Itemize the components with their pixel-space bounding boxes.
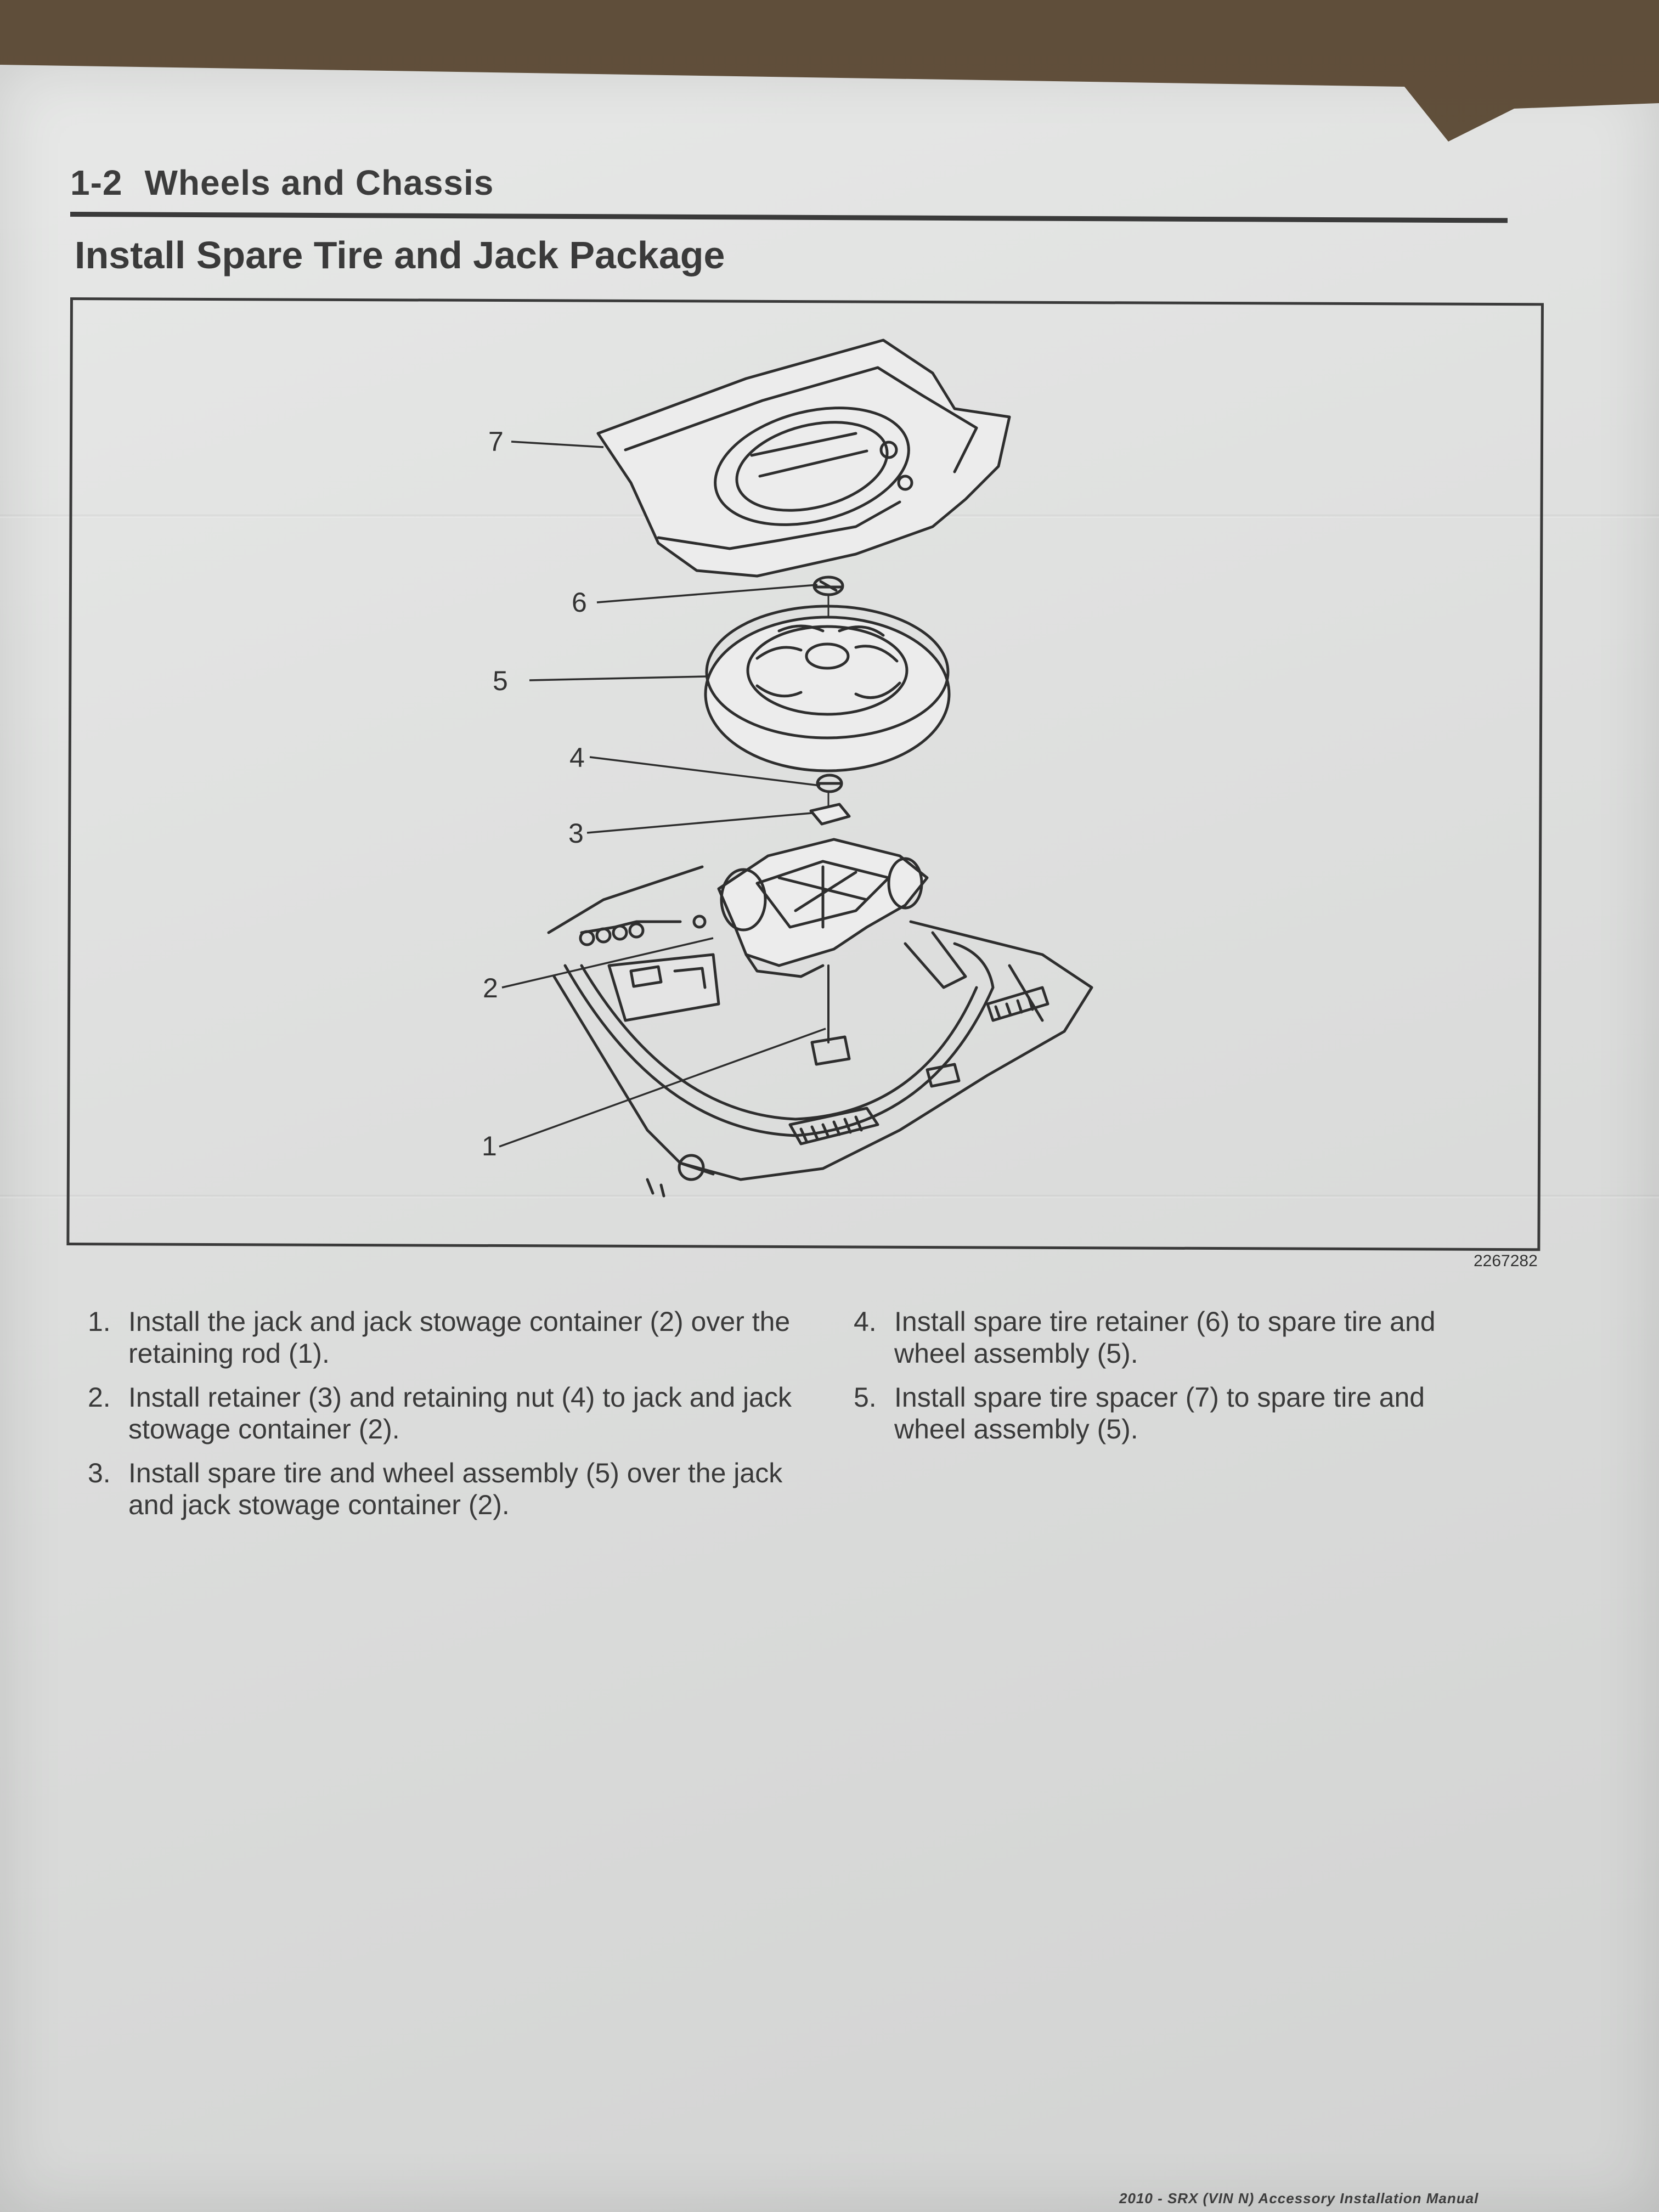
spare-tire-retainer-drawing — [812, 575, 844, 621]
section-number: 1-2 — [70, 163, 123, 202]
step-number: 3. — [88, 1458, 111, 1488]
instruction-steps-right: 4. Install spare tire retainer (6) to sp… — [854, 1306, 1490, 1457]
instruction-step: 2. Install retainer (3) and retaining nu… — [88, 1381, 817, 1445]
page-footer: 2010 - SRX (VIN N) Accessory Installatio… — [1119, 2190, 1479, 2207]
step-number: 2. — [88, 1382, 111, 1413]
section-title: Wheels and Chassis — [144, 163, 494, 202]
spare-tire-spacer-drawing — [596, 338, 1011, 578]
callout-4: 4 — [569, 742, 585, 773]
instruction-step: 4. Install spare tire retainer (6) to sp… — [854, 1306, 1490, 1369]
spare-tire-wheel-drawing — [704, 605, 951, 772]
callout-leaders — [499, 441, 826, 1148]
cargo-area-drawing — [547, 865, 1093, 1198]
callout-7: 7 — [488, 426, 504, 457]
step-number: 1. — [88, 1306, 111, 1337]
page-title: Install Spare Tire and Jack Package — [75, 234, 725, 276]
retainer-drawing — [809, 792, 851, 826]
callout-3: 3 — [568, 818, 584, 849]
exploded-view-illustration: 7 6 5 4 3 2 1 — [482, 338, 1093, 1198]
step-text: Install spare tire retainer (6) to spare… — [894, 1306, 1436, 1369]
paper-fold — [0, 1195, 1659, 1198]
instruction-step: 3. Install spare tire and wheel assembly… — [88, 1457, 817, 1521]
step-text: Install spare tire and wheel assembly (5… — [128, 1458, 783, 1520]
callout-2: 2 — [483, 973, 498, 1003]
step-number: 5. — [854, 1382, 877, 1413]
callout-6: 6 — [572, 587, 587, 618]
step-number: 4. — [854, 1306, 877, 1337]
retaining-nut-drawing — [816, 774, 843, 793]
figure-number: 2267282 — [1474, 1252, 1538, 1270]
instruction-steps-left: 1. Install the jack and jack stowage con… — [88, 1306, 817, 1533]
jack-stowage-container-drawing — [717, 838, 929, 978]
instruction-step: 5. Install spare tire spacer (7) to spar… — [854, 1381, 1490, 1445]
callout-labels: 7 6 5 4 3 2 1 — [482, 426, 587, 1161]
step-text: Install retainer (3) and retaining nut (… — [128, 1382, 792, 1444]
callout-1: 1 — [482, 1131, 497, 1161]
step-text: Install the jack and jack stowage contai… — [128, 1306, 791, 1369]
step-text: Install spare tire spacer (7) to spare t… — [894, 1382, 1425, 1444]
instruction-step: 1. Install the jack and jack stowage con… — [88, 1306, 817, 1369]
section-header: 1-2 Wheels and Chassis — [70, 162, 494, 203]
callout-5: 5 — [493, 665, 508, 696]
